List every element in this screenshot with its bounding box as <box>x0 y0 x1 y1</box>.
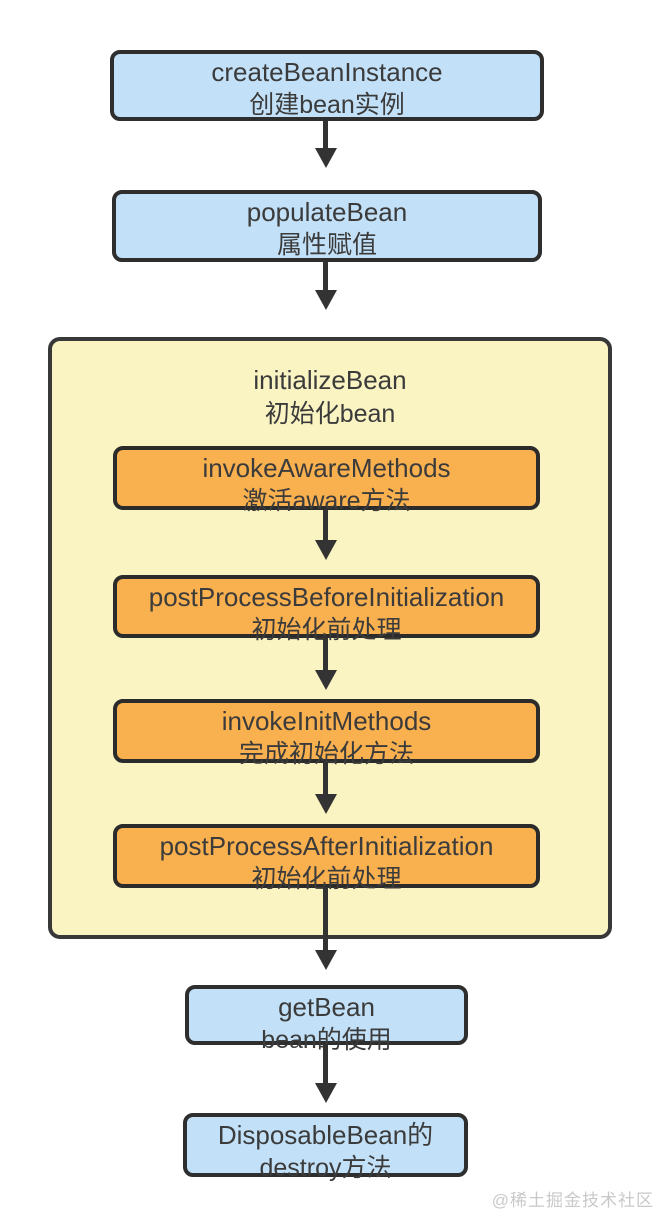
node-post-process-after-initialization: postProcessAfterInitialization 初始化前处理 <box>113 824 540 893</box>
node-title: DisposableBean的 <box>217 1120 434 1150</box>
node-disposable-bean-destroy: DisposableBean的 destroy方法 <box>183 1113 468 1182</box>
group-subtitle-text: 初始化bean <box>264 400 396 428</box>
group-title-text: initializeBean <box>253 365 407 395</box>
node-populate-bean: populateBean 属性赋值 <box>112 190 542 262</box>
arrow-create-to-populate <box>323 121 328 149</box>
node-title: populateBean <box>246 197 408 227</box>
watermark: @稀土掘金技术社区 <box>491 1191 654 1210</box>
node-subtitle: 创建bean实例 <box>249 91 405 119</box>
node-subtitle: destroy方法 <box>259 1154 392 1182</box>
node-title: postProcessBeforeInitialization <box>148 582 505 612</box>
node-title: invokeAwareMethods <box>202 453 451 483</box>
node-invoke-aware-methods: invokeAwareMethods 激活aware方法 <box>113 446 540 515</box>
node-title: invokeInitMethods <box>221 706 432 736</box>
node-subtitle: 属性赋值 <box>276 231 377 259</box>
arrow-populate-to-initialize <box>323 261 328 291</box>
node-get-bean: getBean bean的使用 <box>185 985 468 1054</box>
arrow-init-methods-to-after <box>323 762 328 795</box>
node-title: postProcessAfterInitialization <box>159 831 494 861</box>
node-title: getBean <box>278 992 375 1022</box>
arrow-before-to-init-methods <box>323 637 328 671</box>
arrow-aware-to-before <box>323 509 328 541</box>
arrow-initialize-to-get-bean <box>323 887 328 951</box>
node-invoke-init-methods: invokeInitMethods 完成初始化方法 <box>113 699 540 768</box>
node-title: createBeanInstance <box>211 57 443 87</box>
node-create-bean-instance: createBeanInstance 创建bean实例 <box>110 50 544 121</box>
node-post-process-before-initialization: postProcessBeforeInitialization 初始化前处理 <box>113 575 540 644</box>
group-title: initializeBean 初始化bean <box>52 363 608 431</box>
arrow-get-bean-to-destroy <box>323 1044 328 1084</box>
